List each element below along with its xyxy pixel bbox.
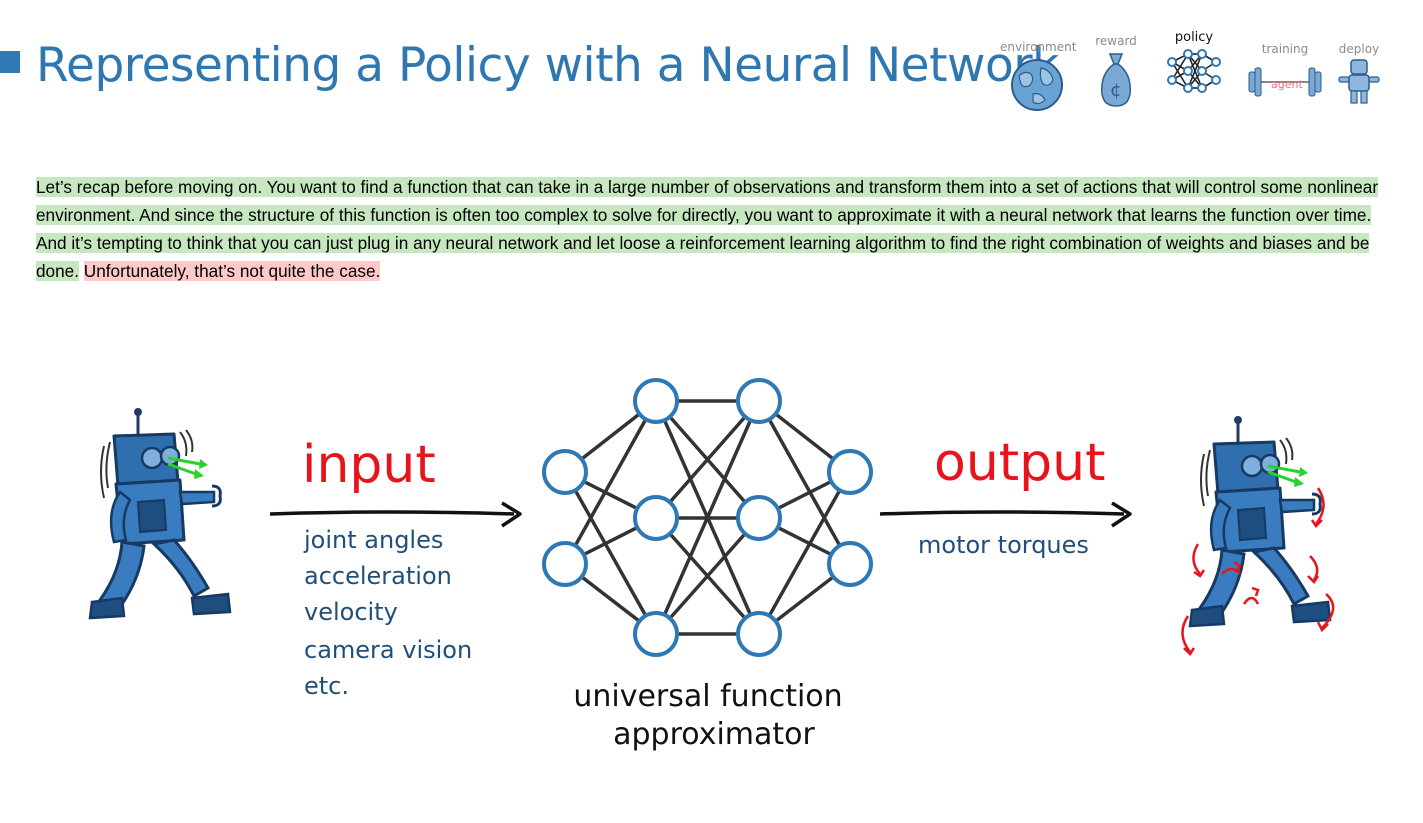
network-caption-line2: approximator — [613, 717, 815, 752]
nav-label-reward: reward — [1095, 34, 1137, 48]
nav-label-policy: policy — [1174, 30, 1214, 45]
input-item-acceleration: acceleration — [304, 562, 452, 590]
input-node — [542, 541, 588, 587]
robot-icon — [1338, 59, 1380, 104]
barbell-agent-text: agent — [1271, 78, 1303, 91]
svg-text:¢: ¢ — [1110, 80, 1121, 101]
neural-network — [542, 378, 873, 657]
output-arrow — [879, 501, 1132, 528]
nav-item-policy[interactable]: policy — [1163, 30, 1225, 99]
nav-label-deploy: deploy — [1338, 42, 1380, 56]
hidden-node — [736, 611, 782, 657]
input-item-velocity: velocity — [304, 598, 398, 626]
globe-icon — [1011, 59, 1063, 111]
network-connections — [563, 399, 852, 636]
input-label: input — [302, 435, 436, 495]
input-item-etc: etc. — [304, 672, 349, 700]
input-item-camera-vision: camera vision — [304, 636, 472, 664]
input-item-joint-angles: joint angles — [303, 526, 443, 554]
walking-robot-right — [1188, 414, 1332, 628]
hidden-node — [633, 495, 679, 541]
walking-robot-left — [88, 406, 232, 620]
output-item-motor-torques: motor torques — [918, 531, 1089, 559]
nav-item-deploy[interactable]: deploy — [1336, 42, 1382, 111]
output-node — [827, 449, 873, 495]
network-caption-line1: universal function — [573, 679, 842, 714]
hidden-node — [633, 378, 679, 424]
title-bullet — [0, 51, 20, 73]
page-title: Representing a Policy with a Neural Netw… — [36, 38, 1059, 93]
money-bag-icon: ¢ — [1101, 53, 1131, 107]
output-label: output — [934, 433, 1106, 493]
nav-label-environment: environment — [1000, 40, 1077, 54]
torque-arrows — [1181, 487, 1335, 656]
neural-network-icon — [1167, 49, 1221, 93]
input-arrow — [269, 501, 522, 528]
hidden-node — [736, 378, 782, 424]
output-node — [827, 541, 873, 587]
nav-label-training: training — [1261, 42, 1309, 56]
nav-item-environment[interactable]: environment — [1000, 40, 1077, 117]
input-node — [542, 449, 588, 495]
recap-paragraph: Let’s recap before moving on. You want t… — [36, 173, 1388, 285]
barbell-icon: agent — [1248, 67, 1322, 97]
hidden-node — [633, 611, 679, 657]
red-highlight-text: Unfortunately, that’s not quite the case… — [83, 261, 381, 281]
nav-item-reward[interactable]: reward ¢ — [1088, 34, 1144, 113]
nav-item-training[interactable]: training agent — [1244, 42, 1326, 107]
hidden-node — [736, 495, 782, 541]
